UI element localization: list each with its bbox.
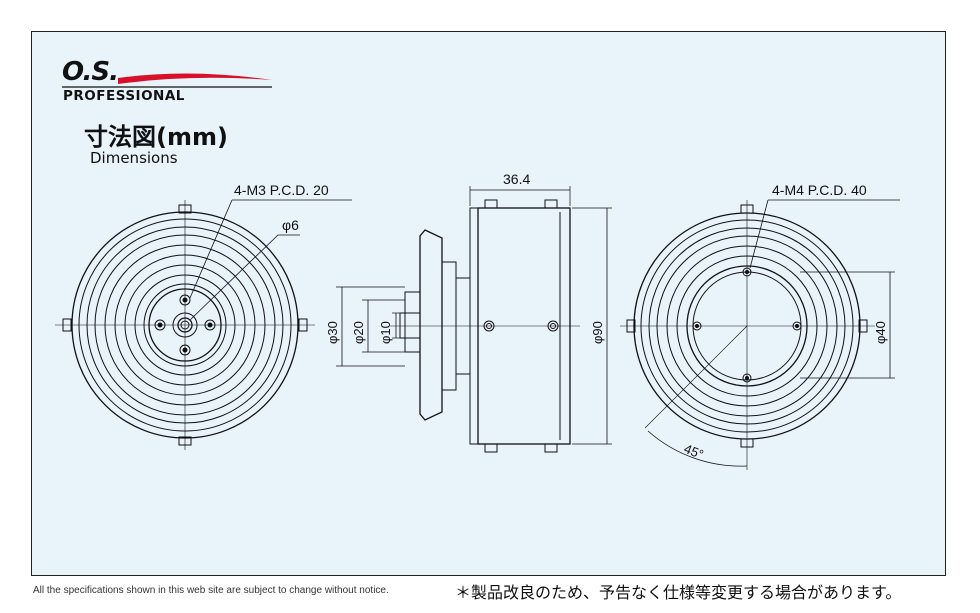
front-shaft-leader — [189, 234, 279, 321]
label-side-d90: φ90 — [590, 321, 605, 344]
drawing-panel — [31, 31, 946, 576]
label-front-shaft: φ6 — [282, 217, 299, 233]
logo-brand: O.S. — [62, 57, 119, 87]
side-propadapter-flange — [419, 229, 443, 421]
rear-angle-arc — [647, 430, 748, 467]
page-title: 寸法図(mm) — [84, 123, 228, 151]
front-view — [55, 199, 352, 450]
rear-view — [620, 199, 900, 470]
label-rear-pcd: 4-M4 P.C.D. 40 — [772, 182, 867, 198]
side-view — [336, 186, 612, 453]
side-tab — [484, 443, 498, 453]
side-tab — [484, 199, 498, 209]
label-side-d20: φ20 — [351, 321, 366, 344]
logo-swoosh — [118, 73, 272, 84]
label-side-length: 36.4 — [503, 171, 530, 187]
footer-notice-en: All the specifications shown in this web… — [33, 585, 389, 596]
footer-notice-jp: ＊製品改良のため、予告なく仕様等変更する場合があります。 — [455, 583, 902, 602]
side-tab — [544, 443, 558, 453]
label-rear-angle: 45° — [682, 441, 706, 462]
logo-sub: PROFESSIONAL — [63, 88, 185, 104]
label-rear-d40: φ40 — [873, 321, 888, 344]
label-side-d10: φ10 — [378, 321, 393, 344]
side-tab — [544, 199, 558, 209]
label-side-d30: φ30 — [325, 321, 340, 344]
page-subtitle: Dimensions — [90, 149, 178, 167]
side-shaft — [399, 312, 421, 339]
label-front-pcd: 4-M3 P.C.D. 20 — [234, 182, 329, 198]
front-pcd-leader — [189, 199, 233, 299]
rear-pcd-leader — [749, 199, 769, 269]
